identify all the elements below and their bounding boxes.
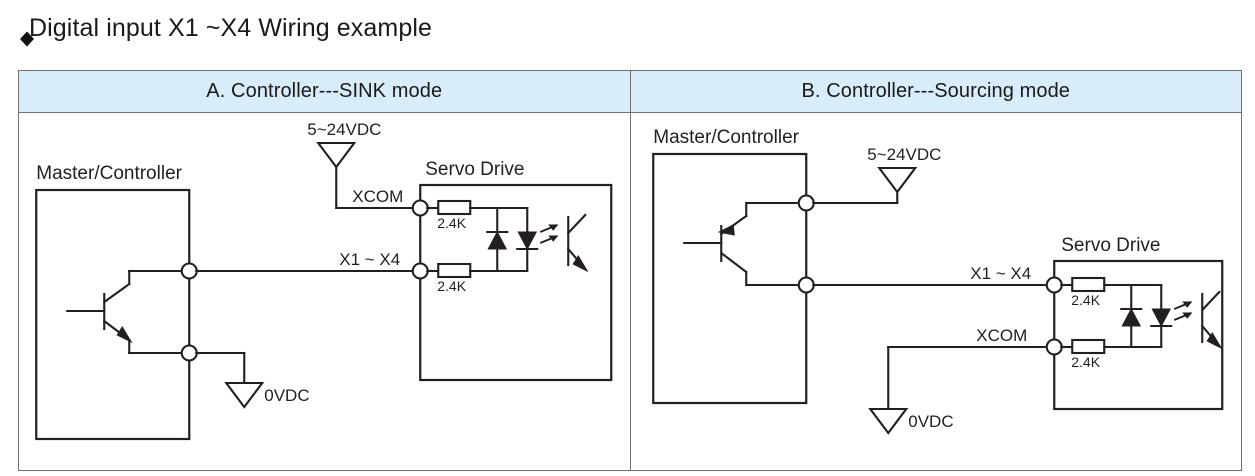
sourcing-controller-supply-terminal xyxy=(797,194,815,212)
column-header-sink: A. Controller---SINK mode xyxy=(206,80,443,102)
sourcing-controller-signal-terminal xyxy=(797,276,815,294)
sink-mode-schematic: Master/Controller xyxy=(35,120,613,441)
sourcing-resistor-top-label: 2.4K xyxy=(1071,292,1100,308)
sourcing-ground-label: 0VDC xyxy=(908,412,953,431)
sink-ground-symbol xyxy=(224,381,265,409)
sink-led-emission-arrows xyxy=(539,224,559,244)
table-body-row: Master/Controller xyxy=(19,113,1241,470)
sink-servo-label: Servo Drive xyxy=(425,159,524,180)
sink-controller-box xyxy=(35,188,191,441)
sourcing-servo-label: Servo Drive xyxy=(1061,235,1160,256)
sink-supply-label: 5~24VDC xyxy=(307,120,381,139)
sourcing-optocoupler xyxy=(1119,283,1223,350)
sink-terminal-bottom-label: X1 ~ X4 xyxy=(339,250,400,269)
sourcing-pnp-transistor xyxy=(682,201,807,287)
sink-x-terminal xyxy=(411,262,429,280)
sink-npn-transistor xyxy=(66,269,191,355)
sourcing-controller-box xyxy=(651,152,807,405)
page-title: Digital input X1 ~X4 Wiring example xyxy=(29,14,432,42)
sink-resistor-bottom-label: 2.4K xyxy=(437,278,466,294)
sink-phototransistor xyxy=(566,213,589,273)
diagram-cell-sourcing: Master/Controller xyxy=(629,113,1242,470)
sourcing-ground-symbol xyxy=(867,407,908,435)
page-heading: Digital input X1 ~X4 Wiring example xyxy=(18,14,432,46)
sourcing-ground-branch xyxy=(886,345,1055,411)
sourcing-reverse-diode xyxy=(1119,307,1142,327)
sourcing-xcom-terminal xyxy=(1045,338,1063,356)
sink-resistor-bottom xyxy=(426,262,499,279)
sourcing-supply-symbol xyxy=(876,166,917,205)
sink-ground-branch xyxy=(195,351,246,385)
column-header-sourcing: B. Controller---Sourcing mode xyxy=(629,71,1242,112)
sourcing-led-emission-arrows xyxy=(1173,301,1192,321)
sourcing-mode-schematic: Master/Controller xyxy=(651,127,1223,435)
sink-controller-signal-terminal xyxy=(180,262,198,280)
sink-reverse-diode xyxy=(486,230,509,250)
sourcing-resistor-bottom-label: 2.4K xyxy=(1071,354,1100,370)
table-header-row: A. Controller---SINK mode B. Controller-… xyxy=(19,71,1241,113)
sink-npn-emitter-arrow xyxy=(116,326,133,344)
sourcing-controller-label: Master/Controller xyxy=(653,127,799,148)
wiring-example-table: A. Controller---SINK mode B. Controller-… xyxy=(18,70,1242,471)
sink-supply-symbol xyxy=(316,141,422,210)
sink-controller-label: Master/Controller xyxy=(36,163,182,184)
diagram-cell-sink: Master/Controller xyxy=(19,113,630,470)
sink-optocoupler xyxy=(486,206,589,273)
sink-xcom-terminal xyxy=(411,199,429,217)
sink-controller-ground-terminal xyxy=(180,344,198,362)
sink-led-diode xyxy=(516,224,559,251)
sourcing-resistor-bottom xyxy=(1059,338,1132,355)
sourcing-phototransistor xyxy=(1200,290,1223,350)
sourcing-terminal-top-label: X1 ~ X4 xyxy=(970,264,1031,283)
sink-resistor-top xyxy=(426,199,499,216)
sourcing-resistor-top xyxy=(1059,276,1132,293)
sourcing-x-terminal xyxy=(1045,276,1063,294)
sink-terminal-top-label: XCOM xyxy=(352,187,403,206)
sink-ground-label: 0VDC xyxy=(264,386,309,405)
sink-resistor-top-label: 2.4K xyxy=(437,215,466,231)
sourcing-led-diode xyxy=(1149,301,1192,328)
sourcing-servo-box xyxy=(1052,259,1223,411)
sink-servo-box xyxy=(419,183,613,382)
sourcing-pnp-emitter-arrow xyxy=(717,224,735,236)
sourcing-supply-label: 5~24VDC xyxy=(867,145,941,164)
sourcing-terminal-bottom-label: XCOM xyxy=(976,326,1027,345)
